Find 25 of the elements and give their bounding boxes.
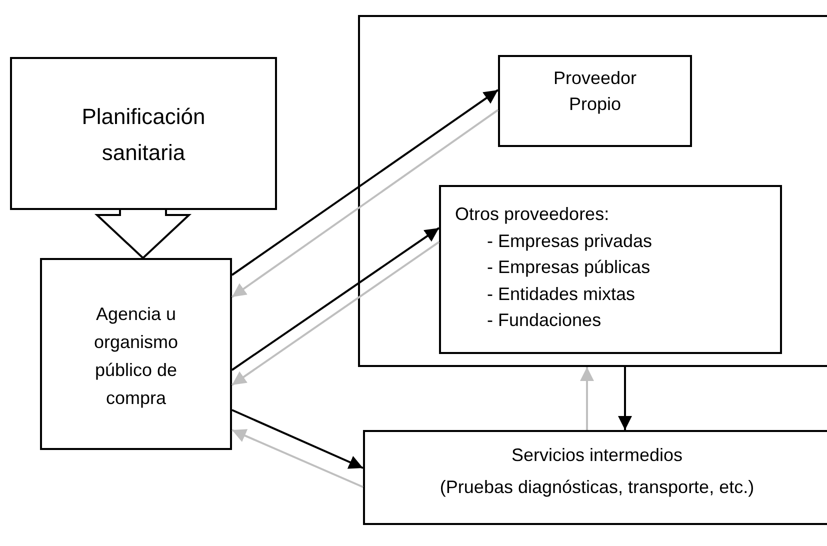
box-label: (Pruebas diagnósticas, transporte, etc.): [438, 476, 756, 499]
process-box: [363, 430, 827, 525]
box-heading: Otros proveedores:: [455, 203, 610, 226]
list-item: - Fundaciones: [487, 309, 602, 332]
list-item: - Entidades mixtas: [487, 282, 636, 306]
arrow: [232, 409, 364, 469]
process-box: [10, 57, 277, 210]
process-box: [40, 258, 232, 450]
arrow: [618, 367, 632, 430]
arrow: [232, 429, 364, 488]
box-label: Planificación sanitaria: [80, 103, 206, 167]
arrow: [231, 89, 499, 276]
box-label: Proveedor Propio: [552, 67, 638, 116]
process-box: [498, 55, 692, 147]
box-heading: Servicios intermedios: [510, 444, 684, 467]
box-label: Agencia u organismo público de compra: [92, 303, 180, 410]
list-item: - Empresas públicas: [487, 256, 652, 279]
process-box: [439, 185, 782, 354]
arrow: [231, 109, 499, 298]
arrow: [580, 367, 594, 430]
list-item: - Empresas privadas: [487, 230, 654, 253]
arrow: [231, 241, 440, 386]
container-box: [358, 15, 827, 367]
block-arrow: [94, 209, 192, 260]
arrow: [231, 227, 440, 371]
